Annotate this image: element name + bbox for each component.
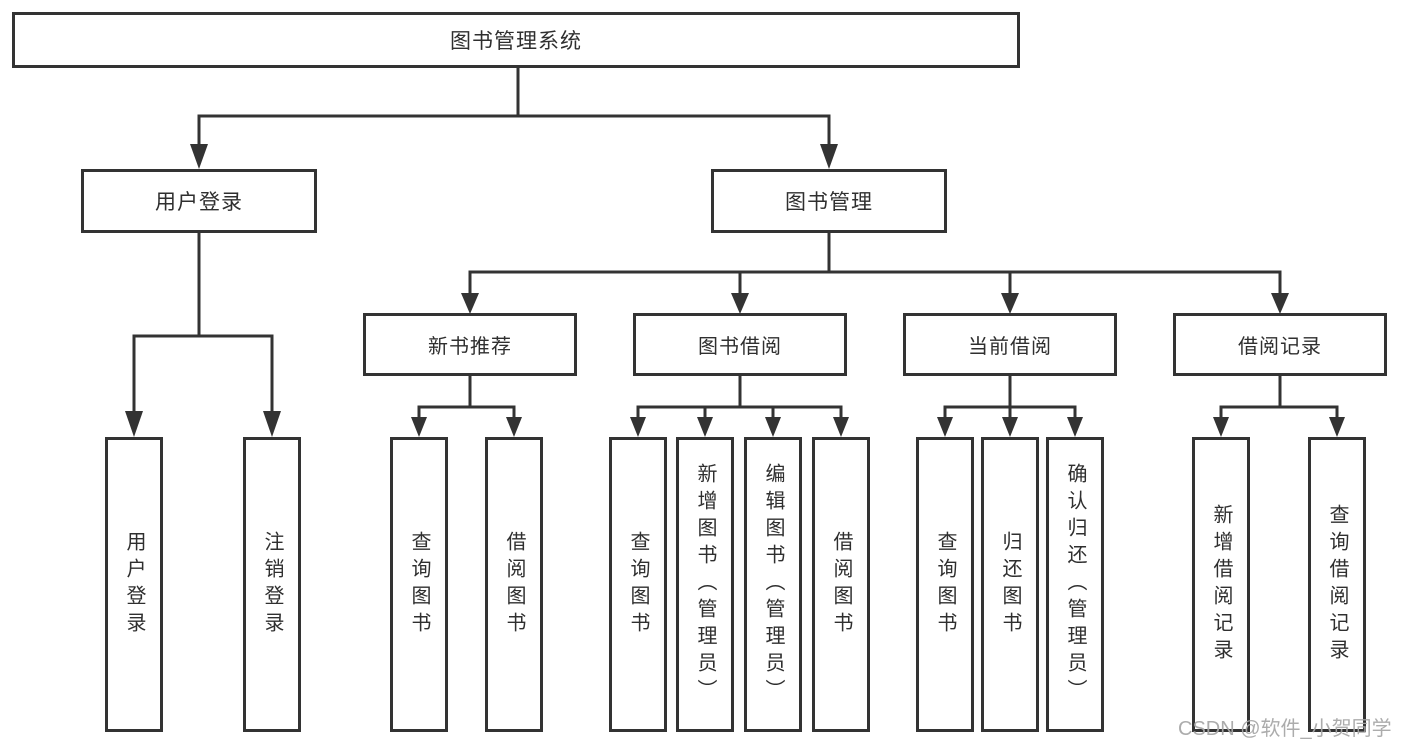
leaf-nb-borrow-books-label: 借阅图书	[503, 530, 525, 639]
leaf-br-query-record: 查询借阅记录	[1308, 437, 1366, 732]
leaf-cb-query-books: 查询图书	[916, 437, 974, 732]
leaf-bb-add-books-admin-label: 新增图书（管理员）	[694, 463, 716, 706]
node-user-login-label: 用户登录	[155, 191, 243, 214]
leaf-user-login: 用户登录	[105, 437, 163, 732]
leaf-br-query-record-label: 查询借阅记录	[1326, 503, 1348, 666]
node-root-label: 图书管理系统	[450, 30, 582, 53]
leaf-logout-label: 注销登录	[261, 530, 283, 639]
leaf-br-add-record: 新增借阅记录	[1192, 437, 1250, 732]
leaf-cb-return-books-label: 归还图书	[999, 530, 1021, 639]
node-book-borrow: 图书借阅	[633, 313, 847, 376]
node-book-borrow-label: 图书借阅	[698, 336, 782, 358]
leaf-bb-edit-books-admin: 编辑图书（管理员）	[744, 437, 802, 732]
leaf-cb-confirm-return-admin-label: 确认归还（管理员）	[1064, 463, 1086, 706]
leaf-cb-confirm-return-admin: 确认归还（管理员）	[1046, 437, 1104, 732]
node-borrow-records-label: 借阅记录	[1238, 336, 1322, 358]
leaf-cb-query-books-label: 查询图书	[934, 530, 956, 639]
leaf-bb-query-books: 查询图书	[609, 437, 667, 732]
node-current-borrow-label: 当前借阅	[968, 336, 1052, 358]
node-current-borrow: 当前借阅	[903, 313, 1117, 376]
csdn-watermark: CSDN @软件_小贺同学	[1178, 718, 1392, 740]
node-new-book-recommend: 新书推荐	[363, 313, 577, 376]
leaf-bb-add-books-admin: 新增图书（管理员）	[676, 437, 734, 732]
leaf-nb-query-books: 查询图书	[390, 437, 448, 732]
node-user-login: 用户登录	[81, 169, 317, 233]
node-root-system: 图书管理系统	[12, 12, 1020, 68]
leaf-nb-query-books-label: 查询图书	[408, 530, 430, 639]
leaf-bb-borrow-books-label: 借阅图书	[830, 530, 852, 639]
node-borrow-records: 借阅记录	[1173, 313, 1387, 376]
leaf-bb-borrow-books: 借阅图书	[812, 437, 870, 732]
leaf-logout: 注销登录	[243, 437, 301, 732]
leaf-bb-query-books-label: 查询图书	[627, 530, 649, 639]
node-new-book-recommend-label: 新书推荐	[428, 336, 512, 358]
leaf-br-add-record-label: 新增借阅记录	[1210, 503, 1232, 666]
leaf-cb-return-books: 归还图书	[981, 437, 1039, 732]
node-book-management: 图书管理	[711, 169, 947, 233]
leaf-user-login-label: 用户登录	[123, 530, 145, 639]
leaf-nb-borrow-books: 借阅图书	[485, 437, 543, 732]
node-book-management-label: 图书管理	[785, 191, 873, 214]
leaf-bb-edit-books-admin-label: 编辑图书（管理员）	[762, 463, 784, 706]
